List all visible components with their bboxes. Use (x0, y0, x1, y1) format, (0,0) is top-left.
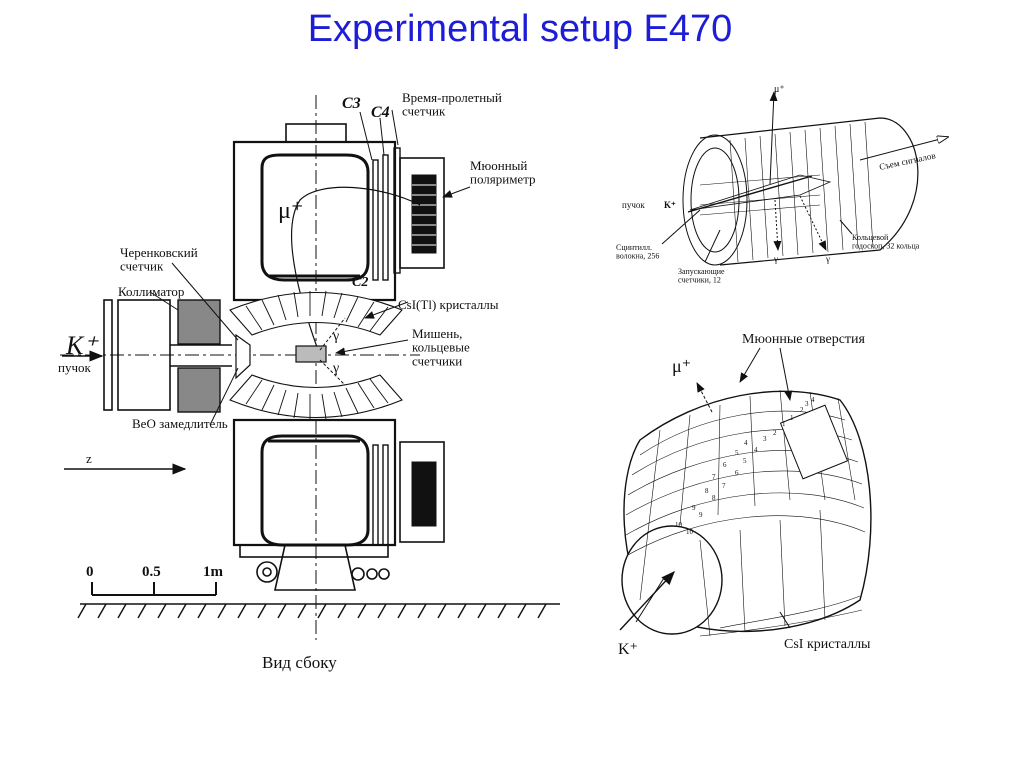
scale-bar (91, 582, 217, 596)
lower-magnet (232, 418, 445, 591)
cyl-beam: пучок (622, 200, 645, 210)
barrel-muon-holes: Мюонные отверстия (742, 332, 866, 347)
cyl-gamma-2: γ (825, 254, 830, 264)
ring-number-5: 5 (735, 449, 739, 457)
label-collimator: Коллиматор (118, 284, 184, 299)
cylinder-labels: μ⁺ Съем сигналов пучок K⁺ Сцинтилл.волок… (616, 84, 936, 284)
label-side-view-caption: Вид сбоку (262, 653, 337, 672)
ring-number-2: 2 (800, 406, 804, 414)
cyl-kaon: K⁺ (664, 200, 676, 210)
label-kaon: K⁺ (65, 331, 99, 360)
collimator (103, 299, 232, 413)
cyl-fibers: Сцинтилл.волокна, 256 (616, 243, 659, 260)
ring-number-4c: 4 (754, 446, 758, 454)
side-view-diagram (60, 95, 560, 640)
csi-barrel-diagram (619, 347, 872, 637)
barrel-csi: CsI кристаллы (784, 637, 871, 652)
ring-number-9b: 9 (699, 511, 703, 519)
ring-number-10b: 10 (686, 528, 694, 536)
ring-number-1: 1 (790, 414, 794, 422)
scale-tick-1m: 1m (203, 564, 224, 580)
barrel-mu-plus: μ⁺ (672, 356, 691, 376)
ring-number-6: 6 (723, 461, 727, 469)
label-c3: C3 (342, 95, 361, 112)
scale-tick-0: 0 (86, 564, 94, 580)
ring-number-6b: 6 (735, 469, 739, 477)
ring-number-8b: 8 (712, 494, 716, 502)
ring-number-1b: 1 (782, 420, 786, 428)
barrel-kaon: K⁺ (618, 641, 638, 658)
ring-number-5b: 5 (743, 457, 747, 465)
label-gamma-2: γ (332, 361, 339, 376)
ring-number-labels: 1 2 3 4 1 2 3 4 4 5 5 6 6 7 7 8 8 9 9 10… (675, 396, 815, 536)
ring-number-3b: 3 (763, 435, 767, 443)
label-beo: BeO замедлитель (132, 416, 228, 431)
cyl-readout: Съем сигналов (878, 150, 936, 172)
slide-title: Experimental setup E470 (307, 8, 733, 50)
ring-number-4: 4 (811, 396, 815, 404)
label-z-axis: z (86, 451, 92, 466)
cylinder-diagram (661, 91, 948, 266)
ring-number-10: 10 (675, 521, 683, 529)
scale-tick-half: 0.5 (142, 564, 161, 580)
upper-magnet (232, 123, 445, 351)
ground-line (77, 603, 560, 619)
label-beam: пучок (58, 360, 91, 375)
csi-crystal-fan (229, 290, 403, 420)
label-mu-plus: μ⁺ (278, 198, 304, 224)
ring-number-8: 8 (705, 487, 709, 495)
ring-number-7b: 7 (722, 482, 726, 490)
label-csi: CsI(Tl) кристаллы (398, 297, 499, 312)
cyl-gamma-1: γ (773, 254, 778, 264)
barrel-labels: Мюонные отверстия μ⁺ K⁺ CsI кристаллы 1 … (618, 332, 871, 658)
label-c4: C4 (371, 104, 390, 121)
label-c2: C2 (352, 275, 368, 290)
ring-number-2b: 2 (773, 429, 777, 437)
ring-number-4b: 4 (744, 439, 748, 447)
label-gamma-1: γ (332, 329, 339, 344)
ring-number-9: 9 (692, 504, 696, 512)
ring-number-7: 7 (712, 473, 716, 481)
cyl-mu-plus: μ⁺ (774, 84, 785, 95)
ring-number-3: 3 (805, 400, 809, 408)
